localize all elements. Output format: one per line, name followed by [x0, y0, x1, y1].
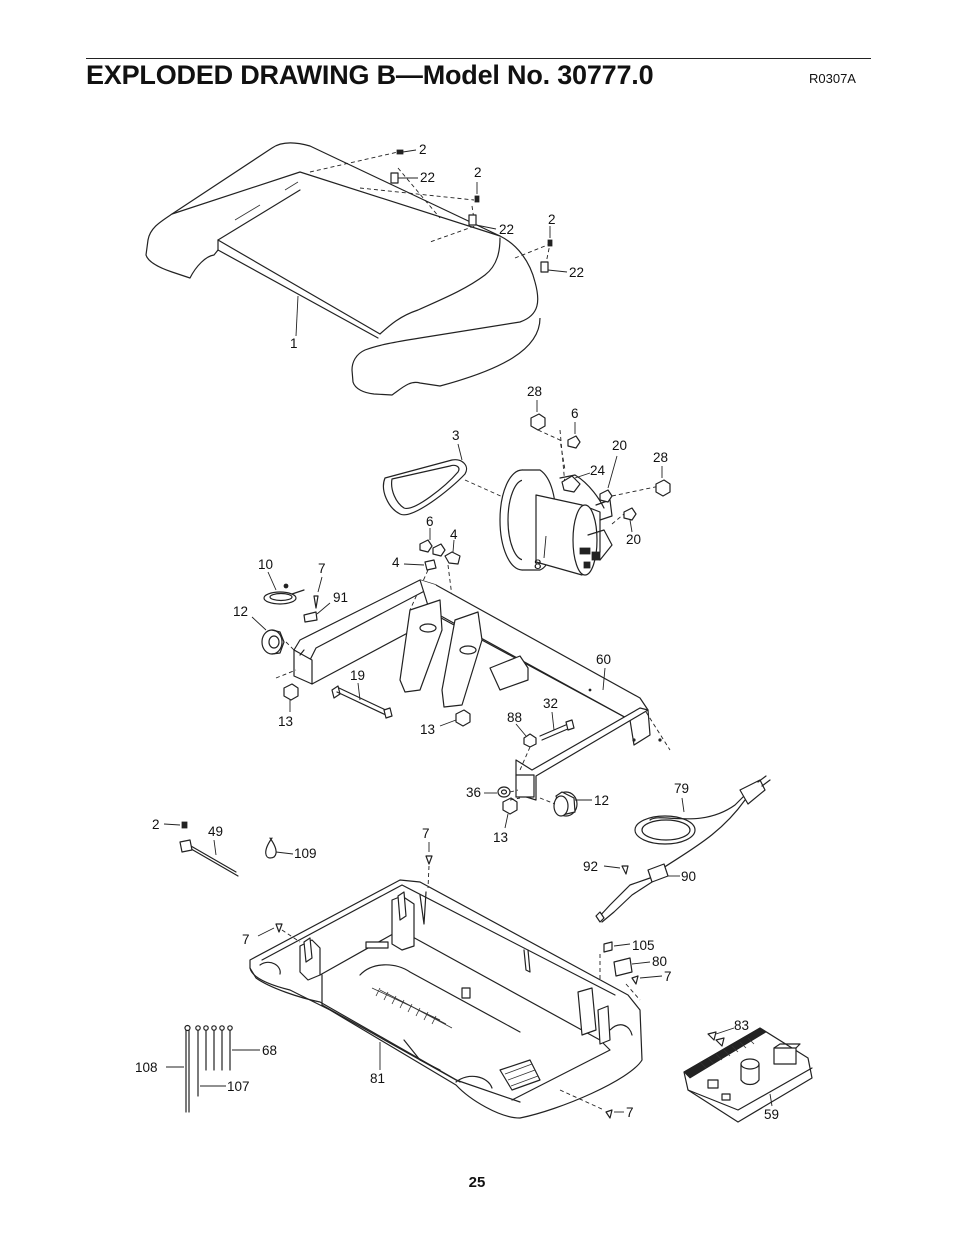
hood-fasteners [309, 149, 568, 273]
callout-6b: 6 [426, 514, 434, 529]
callout-32: 32 [543, 696, 558, 711]
callout-90: 90 [681, 869, 696, 884]
callout-81: 81 [370, 1071, 385, 1086]
callout-59: 59 [764, 1107, 779, 1122]
callout-7a: 7 [318, 561, 326, 576]
callout-107: 107 [227, 1079, 250, 1094]
callout-7c: 7 [242, 932, 250, 947]
callout-28b: 28 [653, 450, 668, 465]
callout-3: 3 [452, 428, 460, 443]
wire-ties [166, 1024, 260, 1113]
callout-24: 24 [590, 463, 606, 478]
drive-belt [382, 443, 506, 516]
controller-board [683, 1027, 813, 1123]
callout-7b: 7 [422, 826, 430, 841]
callout-36: 36 [466, 785, 481, 800]
page-title: EXPLODED DRAWING B—Model No. 30777.0 [86, 60, 654, 90]
callout-22c: 22 [569, 265, 584, 280]
drive-motor [499, 469, 613, 576]
motor-fasteners [530, 400, 671, 533]
callout-2c: 2 [548, 212, 556, 227]
callout-80: 80 [652, 954, 667, 969]
left-parts [251, 571, 331, 679]
callout-12b: 12 [594, 793, 609, 808]
callout-10: 10 [258, 557, 273, 572]
callout-19: 19 [350, 668, 365, 683]
rear-hardware [484, 711, 592, 829]
callout-92: 92 [583, 859, 598, 874]
motor-hood [145, 142, 541, 396]
motor-base [249, 879, 643, 1119]
callout-83: 83 [734, 1018, 749, 1033]
header-rule [86, 58, 871, 59]
callout-60: 60 [596, 652, 611, 667]
callout-7e: 7 [626, 1105, 634, 1120]
callout-91: 91 [333, 590, 348, 605]
callout-20a: 20 [612, 438, 627, 453]
callout-12a: 12 [233, 604, 248, 619]
callout-88: 88 [507, 710, 522, 725]
callout-79: 79 [674, 781, 689, 796]
callout-22a: 22 [420, 170, 435, 185]
callout-109: 109 [294, 846, 317, 861]
callout-2d: 2 [152, 817, 160, 832]
callout-4a: 4 [450, 527, 458, 542]
callout-7d: 7 [664, 969, 672, 984]
tie-and-wire [163, 821, 294, 877]
callout-49: 49 [208, 824, 223, 839]
callout-105: 105 [632, 938, 655, 953]
base-fasteners [257, 842, 663, 1119]
callout-2a: 2 [419, 142, 427, 157]
callout-2b: 2 [474, 165, 482, 180]
axle-bolt [283, 682, 471, 727]
callout-8: 8 [534, 557, 542, 572]
callout-13a: 13 [278, 714, 293, 729]
callout-28a: 28 [527, 384, 542, 399]
power-cord [595, 775, 771, 923]
callout-20b: 20 [626, 532, 641, 547]
callout-108: 108 [135, 1060, 158, 1075]
callout-68: 68 [262, 1043, 277, 1058]
callout-13b: 13 [420, 722, 435, 737]
motor-frame [293, 579, 671, 801]
callout-4b: 4 [392, 555, 400, 570]
callout-1: 1 [290, 336, 298, 351]
page-number: 25 [468, 1174, 486, 1191]
callout-22b: 22 [499, 222, 514, 237]
callout-13c: 13 [493, 830, 508, 845]
drawing-code: R0307A [809, 71, 856, 86]
callout-6a: 6 [571, 406, 579, 421]
